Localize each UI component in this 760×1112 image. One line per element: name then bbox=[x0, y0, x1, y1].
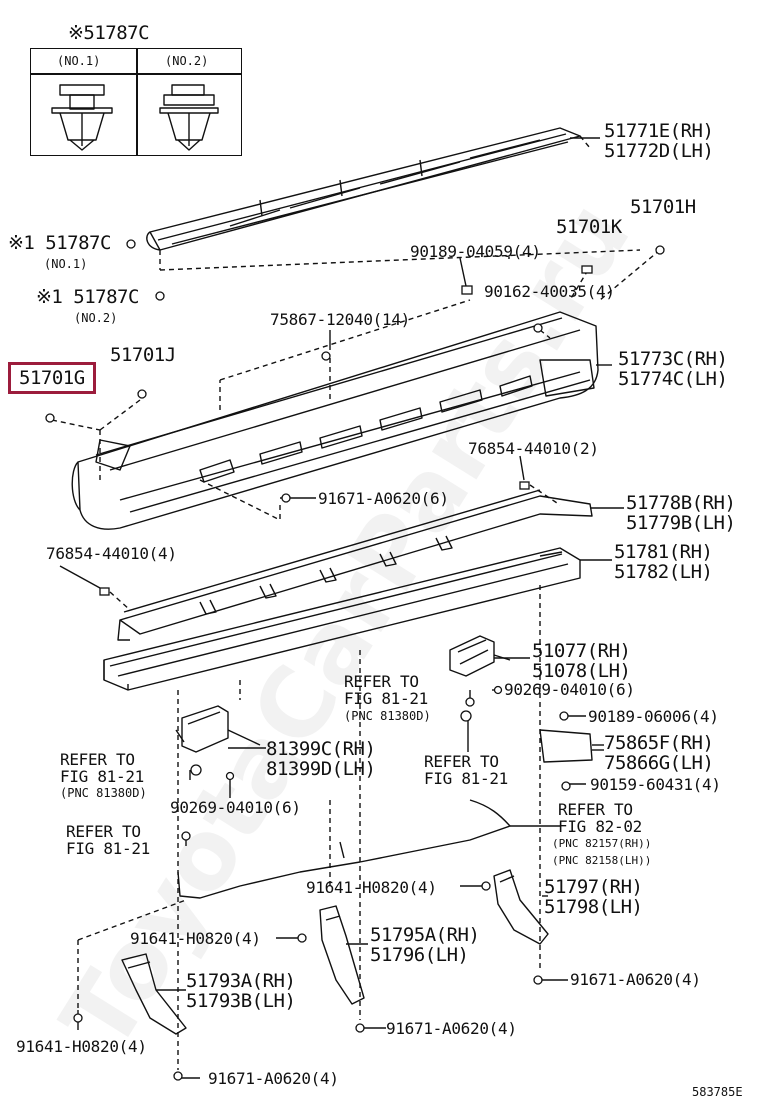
refer-fig-81-21-b-line1[interactable]: REFER TO bbox=[60, 750, 135, 769]
sensor-81399c-drawing bbox=[175, 705, 261, 753]
refer-fig-81-21-d-line2[interactable]: FIG 81-21 bbox=[66, 839, 150, 858]
part-label-51701k[interactable]: 51701K bbox=[556, 216, 622, 238]
rocker-panel-drawing bbox=[71, 311, 599, 530]
part-label-81399c[interactable]: 81399C(RH) bbox=[266, 738, 376, 760]
part-label-91671-a0620-6[interactable]: 91671-A0620(6) bbox=[318, 489, 449, 508]
part-label-51781[interactable]: 51781(RH) bbox=[614, 541, 713, 563]
part-label-no2-note: (NO.2) bbox=[74, 311, 118, 325]
refer-fig-82-02-line1[interactable]: REFER TO bbox=[558, 800, 633, 819]
inset-col-divider bbox=[136, 49, 138, 155]
part-label-81399d[interactable]: 81399D(LH) bbox=[266, 758, 376, 780]
dashed-leaders-bottom bbox=[77, 585, 541, 1070]
part-label-51774c[interactable]: 51774C(LH) bbox=[618, 368, 728, 390]
part-label-91641-h0820-a[interactable]: 91641-H0820(4) bbox=[306, 878, 437, 897]
cover-75865f-drawing bbox=[539, 729, 604, 763]
mud-guard-51797-drawing bbox=[493, 869, 549, 945]
wire-harness-drawing bbox=[177, 799, 560, 899]
inset-col1-label: (NO.1) bbox=[57, 54, 101, 68]
part-label-51787c-no2[interactable]: ※1 51787C bbox=[36, 286, 139, 308]
step-bracket-drawing bbox=[117, 489, 593, 641]
inset-col2-label: (NO.2) bbox=[165, 54, 209, 68]
dashed-leaders-top bbox=[51, 135, 661, 611]
part-label-91671-a0620-4a[interactable]: 91671-A0620(4) bbox=[570, 970, 701, 989]
part-label-51771e[interactable]: 51771E(RH) bbox=[604, 120, 714, 142]
refer-fig-82-02-line2[interactable]: FIG 82-02 bbox=[558, 817, 642, 836]
part-label-91671-a0620-4b[interactable]: 91671-A0620(4) bbox=[386, 1019, 517, 1038]
part-label-75866g[interactable]: 75866G(LH) bbox=[604, 752, 714, 774]
part-label-51796[interactable]: 51796(LH) bbox=[370, 944, 469, 966]
part-label-75867-12040[interactable]: 75867-12040(14) bbox=[270, 310, 410, 329]
part-label-76854-44010-4[interactable]: 76854-44010(4) bbox=[46, 544, 177, 563]
part-label-91641-h0820-c[interactable]: 91641-H0820(4) bbox=[16, 1037, 147, 1056]
part-label-51782[interactable]: 51782(LH) bbox=[614, 561, 713, 583]
refer-fig-82-02-pnc-lh: (PNC 82158(LH)) bbox=[552, 854, 652, 867]
refer-fig-81-21-a-line1[interactable]: REFER TO bbox=[344, 672, 419, 691]
part-label-90162-40035[interactable]: 90162-40035(4) bbox=[484, 282, 615, 301]
part-label-91671-a0620-4c[interactable]: 91671-A0620(4) bbox=[208, 1069, 339, 1088]
part-label-51077[interactable]: 51077(RH) bbox=[532, 640, 631, 662]
refer-fig-82-02-pnc-rh: (PNC 82157(RH)) bbox=[552, 837, 652, 850]
refer-fig-81-21-d-line1[interactable]: REFER TO bbox=[66, 822, 141, 841]
part-label-51701g-highlighted[interactable]: 51701G bbox=[8, 362, 96, 394]
part-label-51797[interactable]: 51797(RH) bbox=[544, 876, 643, 898]
side-step-drawing bbox=[103, 547, 581, 691]
part-label-no1-note: (NO.1) bbox=[44, 257, 88, 271]
part-label-51795a[interactable]: 51795A(RH) bbox=[370, 924, 480, 946]
part-label-91641-h0820-b[interactable]: 91641-H0820(4) bbox=[130, 929, 261, 948]
mud-guard-51793a-drawing bbox=[121, 953, 187, 1035]
part-label-51772d[interactable]: 51772D(LH) bbox=[604, 140, 714, 162]
part-label-51793a[interactable]: 51793A(RH) bbox=[186, 970, 296, 992]
refer-fig-81-21-b-pnc: (PNC 81380D) bbox=[60, 786, 147, 800]
refer-fig-81-21-a-line2[interactable]: FIG 81-21 bbox=[344, 689, 428, 708]
refer-fig-81-21-a-pnc: (PNC 81380D) bbox=[344, 709, 431, 723]
bracket-51077-drawing bbox=[449, 635, 511, 677]
part-label-90269-04010-a[interactable]: 90269-04010(6) bbox=[504, 680, 635, 699]
clip-no1-drawing bbox=[51, 84, 113, 151]
part-label-51787c-no1[interactable]: ※1 51787C bbox=[8, 232, 111, 254]
fasteners bbox=[45, 239, 665, 1081]
clip-no2-drawing bbox=[159, 84, 219, 151]
part-label-51773c[interactable]: 51773C(RH) bbox=[618, 348, 728, 370]
inset-header-divider bbox=[31, 73, 241, 75]
part-label-90269-04010-b[interactable]: 90269-04010(6) bbox=[170, 798, 301, 817]
refer-fig-81-21-c-line2[interactable]: FIG 81-21 bbox=[424, 769, 508, 788]
part-label-51701j[interactable]: 51701J bbox=[110, 344, 176, 366]
part-label-90159-60431[interactable]: 90159-60431(4) bbox=[590, 775, 721, 794]
part-label-75865f[interactable]: 75865F(RH) bbox=[604, 732, 714, 754]
leader-lines bbox=[59, 137, 624, 1079]
part-label-51798[interactable]: 51798(LH) bbox=[544, 896, 643, 918]
clip-inset-box: (NO.1) (NO.2) bbox=[30, 48, 242, 156]
part-label-76854-44010-2[interactable]: 76854-44010(2) bbox=[468, 439, 599, 458]
part-label-90189-06006[interactable]: 90189-06006(4) bbox=[588, 707, 719, 726]
inset-title: ※51787C bbox=[68, 22, 150, 44]
refer-fig-81-21-b-line2[interactable]: FIG 81-21 bbox=[60, 767, 144, 786]
part-label-51778b[interactable]: 51778B(RH) bbox=[626, 492, 736, 514]
part-label-51078[interactable]: 51078(LH) bbox=[532, 660, 631, 682]
figure-id: 583785E bbox=[692, 1085, 743, 1099]
refer-fig-81-21-c-line1[interactable]: REFER TO bbox=[424, 752, 499, 771]
mud-guard-51795a-drawing bbox=[319, 905, 365, 1005]
part-label-51793b[interactable]: 51793B(LH) bbox=[186, 990, 296, 1012]
part-label-51779b[interactable]: 51779B(LH) bbox=[626, 512, 736, 534]
part-label-90189-04059[interactable]: 90189-04059(4) bbox=[410, 242, 541, 261]
part-label-51701h[interactable]: 51701H bbox=[630, 196, 696, 218]
